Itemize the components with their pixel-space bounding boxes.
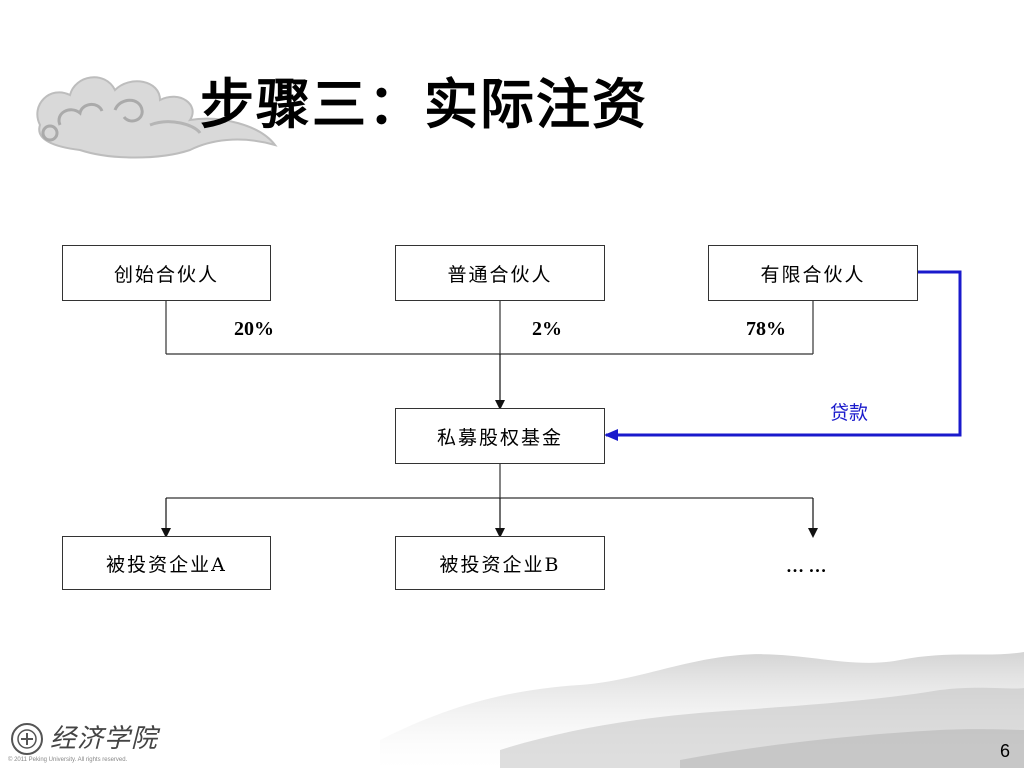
investee-a-label: 被投资企业A bbox=[106, 553, 227, 576]
copyright-text: © 2011 Peking University. All rights res… bbox=[8, 757, 128, 763]
founding-partner-share: 20% bbox=[234, 318, 274, 340]
pe-fund-box: 私募股权基金 bbox=[395, 408, 605, 464]
general-partner-share: 2% bbox=[532, 318, 562, 340]
pe-fund-label: 私募股权基金 bbox=[436, 426, 563, 449]
university-emblem-icon bbox=[11, 723, 43, 755]
general-partner-box: 普通合伙人 bbox=[395, 245, 605, 301]
school-logo-text: 经济学院 bbox=[50, 724, 159, 754]
investee-b-label: 被投资企业B bbox=[439, 553, 561, 576]
general-partner-label: 普通合伙人 bbox=[447, 263, 553, 286]
more-investees-ellipsis: … … bbox=[786, 556, 827, 576]
limited-partner-label: 有限合伙人 bbox=[760, 263, 866, 286]
loan-arrow bbox=[604, 270, 962, 441]
page-number: 6 bbox=[999, 741, 1010, 761]
investee-a-box: 被投资企业A bbox=[62, 536, 271, 590]
limited-partner-share: 78% bbox=[746, 318, 786, 340]
founding-partner-label: 创始合伙人 bbox=[113, 263, 219, 286]
founding-partner-box: 创始合伙人 bbox=[62, 245, 271, 301]
limited-partner-box: 有限合伙人 bbox=[708, 245, 918, 301]
loan-label: 贷款 bbox=[830, 402, 869, 424]
investee-b-box: 被投资企业B bbox=[395, 536, 605, 590]
slide-title: 步骤三：实际注资 bbox=[200, 73, 648, 136]
mountain-landscape bbox=[380, 652, 1024, 768]
cloud-ornament bbox=[36, 76, 278, 159]
